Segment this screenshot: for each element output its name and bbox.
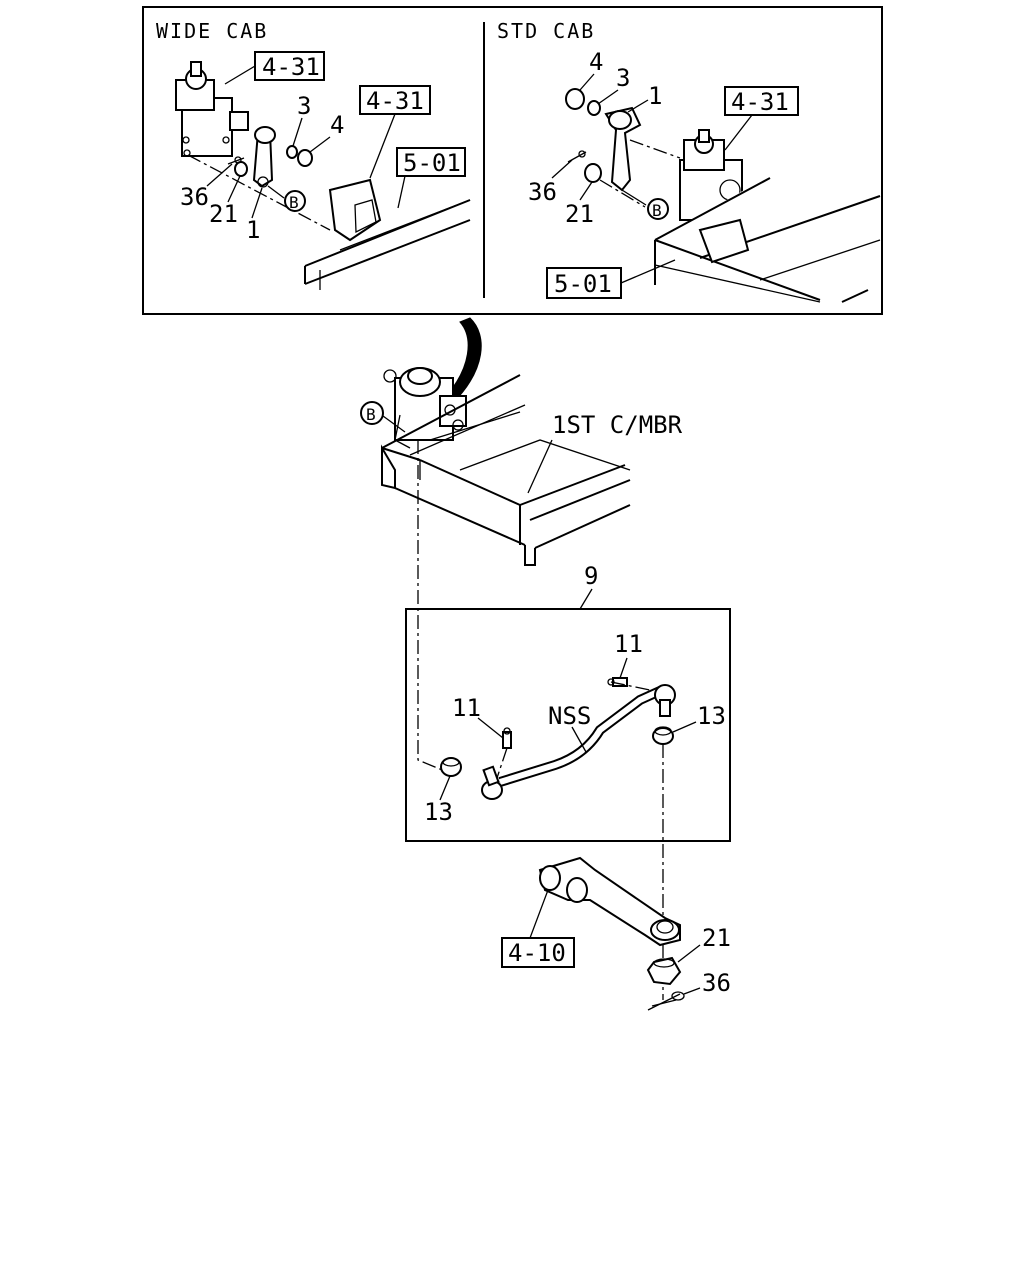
callout-21: 21: [702, 924, 731, 952]
assembly-number: 9: [584, 562, 598, 590]
ref-box-4-10: [501, 937, 575, 968]
castle-nut: [646, 956, 682, 986]
wide-cab-frame: [304, 178, 471, 290]
right-ball-joint: [654, 684, 676, 717]
std-cab-callout-36: 36: [528, 178, 557, 206]
std-cab-callout-3: 3: [616, 64, 630, 92]
std-cab-callout-1: 1: [648, 82, 662, 110]
callout-13-right: 13: [697, 702, 726, 730]
std-cab-nut-21: [584, 163, 602, 183]
std-cab-axis: [629, 139, 681, 159]
main-frame-rail: [381, 374, 631, 566]
grease-nipple-left: [502, 727, 512, 749]
dust-boot-left: [440, 757, 462, 777]
std-cab-circle-b-label: B: [652, 201, 662, 220]
main-circle-b-label: B: [366, 405, 376, 424]
member-label: 1ST C/MBR: [552, 411, 683, 439]
std-cab-ref-box-1: [724, 86, 799, 116]
std-cab-ref-1: 4-31: [731, 88, 789, 116]
std-cab-callout-4: 4: [589, 48, 603, 76]
wide-cab-nut: [297, 149, 313, 167]
wide-cab-axis: [187, 154, 331, 231]
wide-cab-nut-21: [234, 161, 248, 177]
main-steering-gearbox: [383, 367, 467, 449]
wide-cab-callout-36: 36: [180, 183, 209, 211]
wide-cab-steering-gearbox: [175, 61, 249, 157]
wide-cab-callout-3: 3: [297, 92, 311, 120]
inset-frame: [142, 6, 883, 315]
ref-4-10: 4-10: [508, 939, 566, 967]
std-cab-ref-2: 5-01: [554, 270, 612, 298]
std-cab-callout-21: 21: [565, 200, 594, 228]
std-cab-title: STD CAB: [497, 19, 595, 43]
wide-cab-washer: [286, 145, 298, 159]
left-ball-joint: [481, 765, 503, 800]
dust-boot-right: [652, 726, 674, 745]
drag-link-assembly-box: [405, 608, 731, 842]
wide-cab-cotter-pin: [227, 156, 245, 165]
wide-cab-circle-b: [284, 190, 306, 212]
callout-11-lower: 11: [452, 694, 481, 722]
callout-13-left: 13: [424, 798, 453, 826]
main-circle-b: [360, 401, 384, 425]
nss-label: NSS: [548, 702, 591, 730]
main-axis-left: [417, 440, 448, 773]
wide-cab-pitman-arm: [252, 126, 276, 188]
wide-cab-callout-4: 4: [330, 111, 344, 139]
wide-cab-ref-box-3: [396, 147, 466, 177]
cotter-pin: [647, 991, 685, 1011]
wide-cab-ref-2: 4-31: [366, 87, 424, 115]
std-cab-frame: [654, 170, 881, 303]
wide-cab-ref-1: 4-31: [262, 53, 320, 81]
wide-cab-callout-21: 21: [209, 200, 238, 228]
std-cab-washer-3: [587, 100, 601, 116]
callout-36: 36: [702, 969, 731, 997]
wide-cab-ref-3: 5-01: [403, 149, 461, 177]
std-cab-nut-4: [565, 88, 585, 110]
wide-cab-circle-b-label: B: [289, 193, 299, 212]
callout-11-upper: 11: [614, 630, 643, 658]
std-cab-pitman-arm: [604, 106, 642, 192]
std-cab-circle-b: [647, 198, 669, 220]
knuckle-arm: [538, 856, 681, 947]
wide-cab-callout-1: 1: [246, 216, 260, 244]
wide-cab-title: WIDE CAB: [156, 19, 268, 43]
